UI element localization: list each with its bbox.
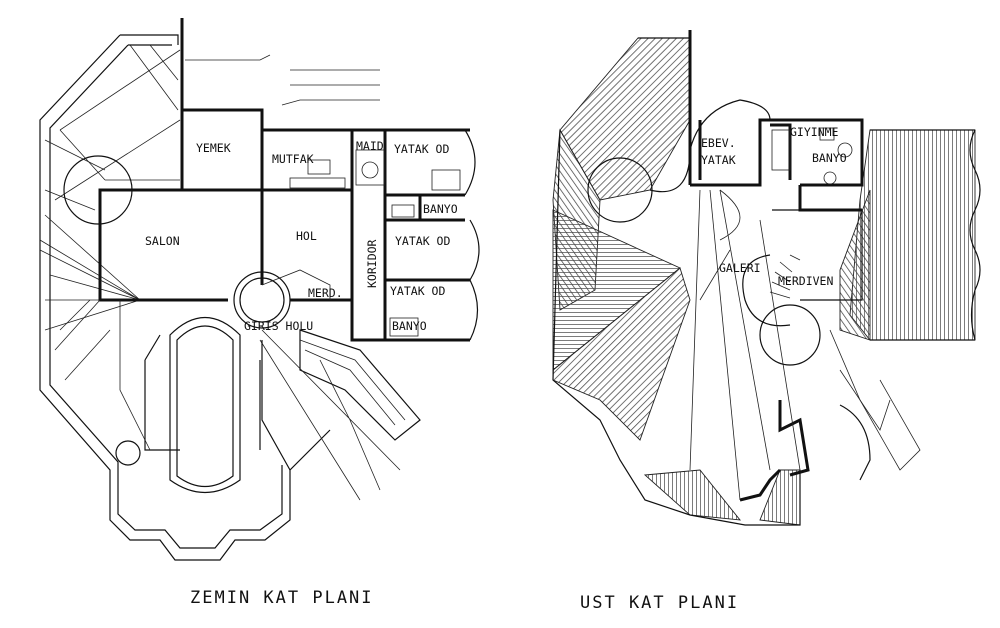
- room-label-merdiven: MERDIVEN: [778, 274, 833, 288]
- ground-floor-plan: YEMEK MUTFAK MAID YATAK OD SALON HOL KOR…: [39, 18, 480, 608]
- room-label-giris-holu: GIRIS HOLU: [244, 319, 313, 333]
- room-label-yemek: YEMEK: [196, 141, 231, 155]
- ground-floor-title: ZEMIN KAT PLANI: [190, 588, 374, 608]
- room-label-salon: SALON: [145, 234, 180, 248]
- room-label-yatak-2: YATAK OD: [395, 234, 450, 248]
- room-label-banyo: BANYO: [812, 151, 847, 165]
- upper-floor-title: UST KAT PLANI: [580, 593, 739, 613]
- room-label-merd: MERD.: [308, 286, 343, 300]
- room-label-galeri: GALERI: [719, 261, 761, 275]
- room-label-banyo-2: BANYO: [392, 319, 427, 333]
- room-label-hol: HOL: [296, 229, 317, 243]
- room-label-maid: MAID: [356, 139, 384, 153]
- room-label-yatak-1: YATAK OD: [394, 142, 449, 156]
- room-label-giyinme: GIYINME: [790, 125, 839, 139]
- room-label-ebev: EBEV.: [701, 136, 736, 150]
- room-label-mutfak: MUTFAK: [272, 152, 314, 166]
- upper-floor-plan: EBEV. YATAK GIYINME BANYO GALERI MERDIVE…: [552, 30, 981, 613]
- room-label-yatak-3: YATAK OD: [390, 284, 445, 298]
- room-label-yatak: YATAK: [701, 153, 736, 167]
- room-label-koridor: KORIDOR: [365, 239, 379, 288]
- room-label-banyo-1: BANYO: [423, 202, 458, 216]
